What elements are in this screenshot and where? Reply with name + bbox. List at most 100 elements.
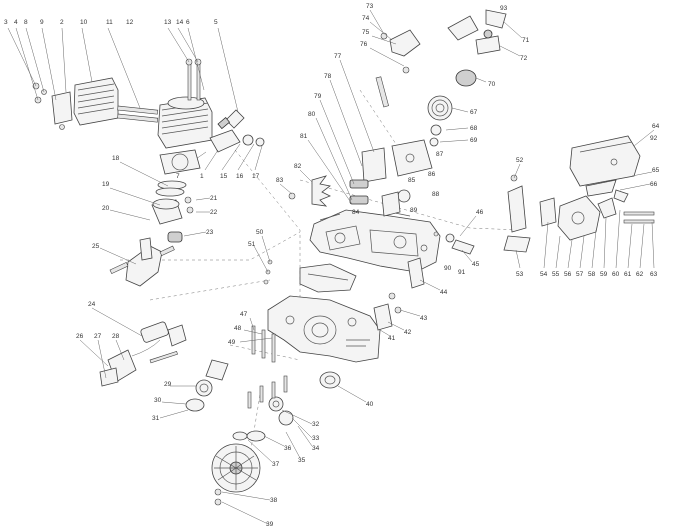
label-49: 49	[228, 339, 236, 346]
anchor-bolts	[253, 235, 273, 285]
label-24: 24	[88, 301, 96, 308]
label-73: 73	[366, 3, 374, 10]
cylinder-assembly	[157, 27, 265, 171]
label-55: 55	[552, 271, 560, 278]
label-44: 44	[440, 289, 448, 296]
label-75: 75	[362, 29, 370, 36]
rear-handle-parts	[373, 257, 441, 331]
label-42: 42	[404, 329, 412, 336]
label-81: 81	[300, 133, 308, 140]
label-70: 70	[488, 81, 496, 88]
crankcase-gasket	[299, 263, 357, 293]
label-57: 57	[576, 271, 584, 278]
label-29: 29	[164, 381, 172, 388]
label-36: 36	[284, 445, 292, 452]
label-13: 13	[164, 19, 172, 26]
label-30: 30	[154, 397, 162, 404]
label-17: 17	[252, 173, 260, 180]
label-19: 19	[102, 181, 110, 188]
label-91: 91	[458, 269, 466, 276]
label-64: 64	[652, 123, 660, 130]
clutch-drum	[427, 69, 487, 147]
crankcase	[239, 295, 391, 363]
label-4: 4	[14, 19, 18, 26]
label-72: 72	[520, 55, 528, 62]
label-52: 52	[516, 157, 524, 164]
label-28: 28	[112, 333, 120, 340]
label-82: 82	[294, 163, 302, 170]
assembly-guide-lines	[120, 89, 521, 456]
label-48: 48	[234, 325, 242, 332]
label-77: 77	[334, 53, 342, 60]
label-11: 11	[106, 19, 113, 26]
air-filter-cover	[569, 129, 655, 197]
label-26: 26	[76, 333, 84, 340]
label-56: 56	[564, 271, 572, 278]
label-32: 32	[312, 421, 320, 428]
label-87: 87	[436, 151, 444, 158]
label-35: 35	[298, 457, 306, 464]
label-41: 41	[388, 335, 396, 342]
brake-plates	[307, 59, 433, 217]
label-54: 54	[540, 271, 548, 278]
label-43: 43	[420, 315, 428, 322]
bumper-spike	[279, 169, 331, 207]
label-7: 7	[176, 173, 180, 180]
label-71: 71	[522, 37, 530, 44]
label-90: 90	[444, 265, 452, 272]
label-39: 39	[266, 521, 274, 528]
label-21: 21	[210, 195, 218, 202]
label-69: 69	[470, 137, 478, 144]
label-27: 27	[94, 333, 102, 340]
label-67: 67	[470, 109, 478, 116]
oil-pump	[159, 359, 229, 419]
label-53: 53	[516, 271, 524, 278]
label-88: 88	[432, 191, 440, 198]
label-83: 83	[276, 177, 284, 184]
throttle-linkage	[433, 215, 477, 263]
label-22: 22	[210, 209, 218, 216]
label-20: 20	[102, 205, 110, 212]
label-93: 93	[500, 5, 508, 12]
carburetor-assembly	[503, 163, 655, 269]
label-1: 1	[200, 173, 204, 180]
label-37: 37	[272, 461, 280, 468]
label-15: 15	[220, 173, 228, 180]
label-2: 2	[60, 19, 64, 26]
label-33: 33	[312, 435, 320, 442]
label-14: 14	[176, 19, 184, 26]
label-31: 31	[152, 415, 160, 422]
label-58: 58	[588, 271, 596, 278]
label-80: 80	[308, 111, 316, 118]
label-65: 65	[652, 167, 660, 174]
label-16: 16	[236, 173, 244, 180]
label-78: 78	[324, 73, 332, 80]
label-8: 8	[24, 19, 28, 26]
piston-assembly	[109, 149, 211, 243]
bearing-seal	[319, 371, 367, 403]
label-76: 76	[360, 41, 368, 48]
label-74: 74	[362, 15, 370, 22]
engine-housing	[309, 209, 441, 273]
label-40: 40	[366, 401, 374, 408]
label-63: 63	[650, 271, 658, 278]
label-50: 50	[256, 229, 264, 236]
ignition-coil	[79, 307, 187, 387]
label-3: 3	[4, 19, 8, 26]
label-92: 92	[650, 135, 658, 142]
muffler-assembly	[7, 27, 159, 130]
starter-parts	[232, 375, 313, 463]
label-25: 25	[92, 243, 100, 250]
label-66: 66	[650, 181, 658, 188]
clutch-shoes	[447, 9, 523, 57]
label-34: 34	[312, 445, 320, 452]
label-60: 60	[612, 271, 620, 278]
label-6: 6	[186, 19, 190, 26]
label-84: 84	[352, 209, 360, 216]
crankshaft	[99, 237, 175, 287]
label-86: 86	[428, 171, 436, 178]
label-9: 9	[40, 19, 44, 26]
label-45: 45	[472, 261, 480, 268]
